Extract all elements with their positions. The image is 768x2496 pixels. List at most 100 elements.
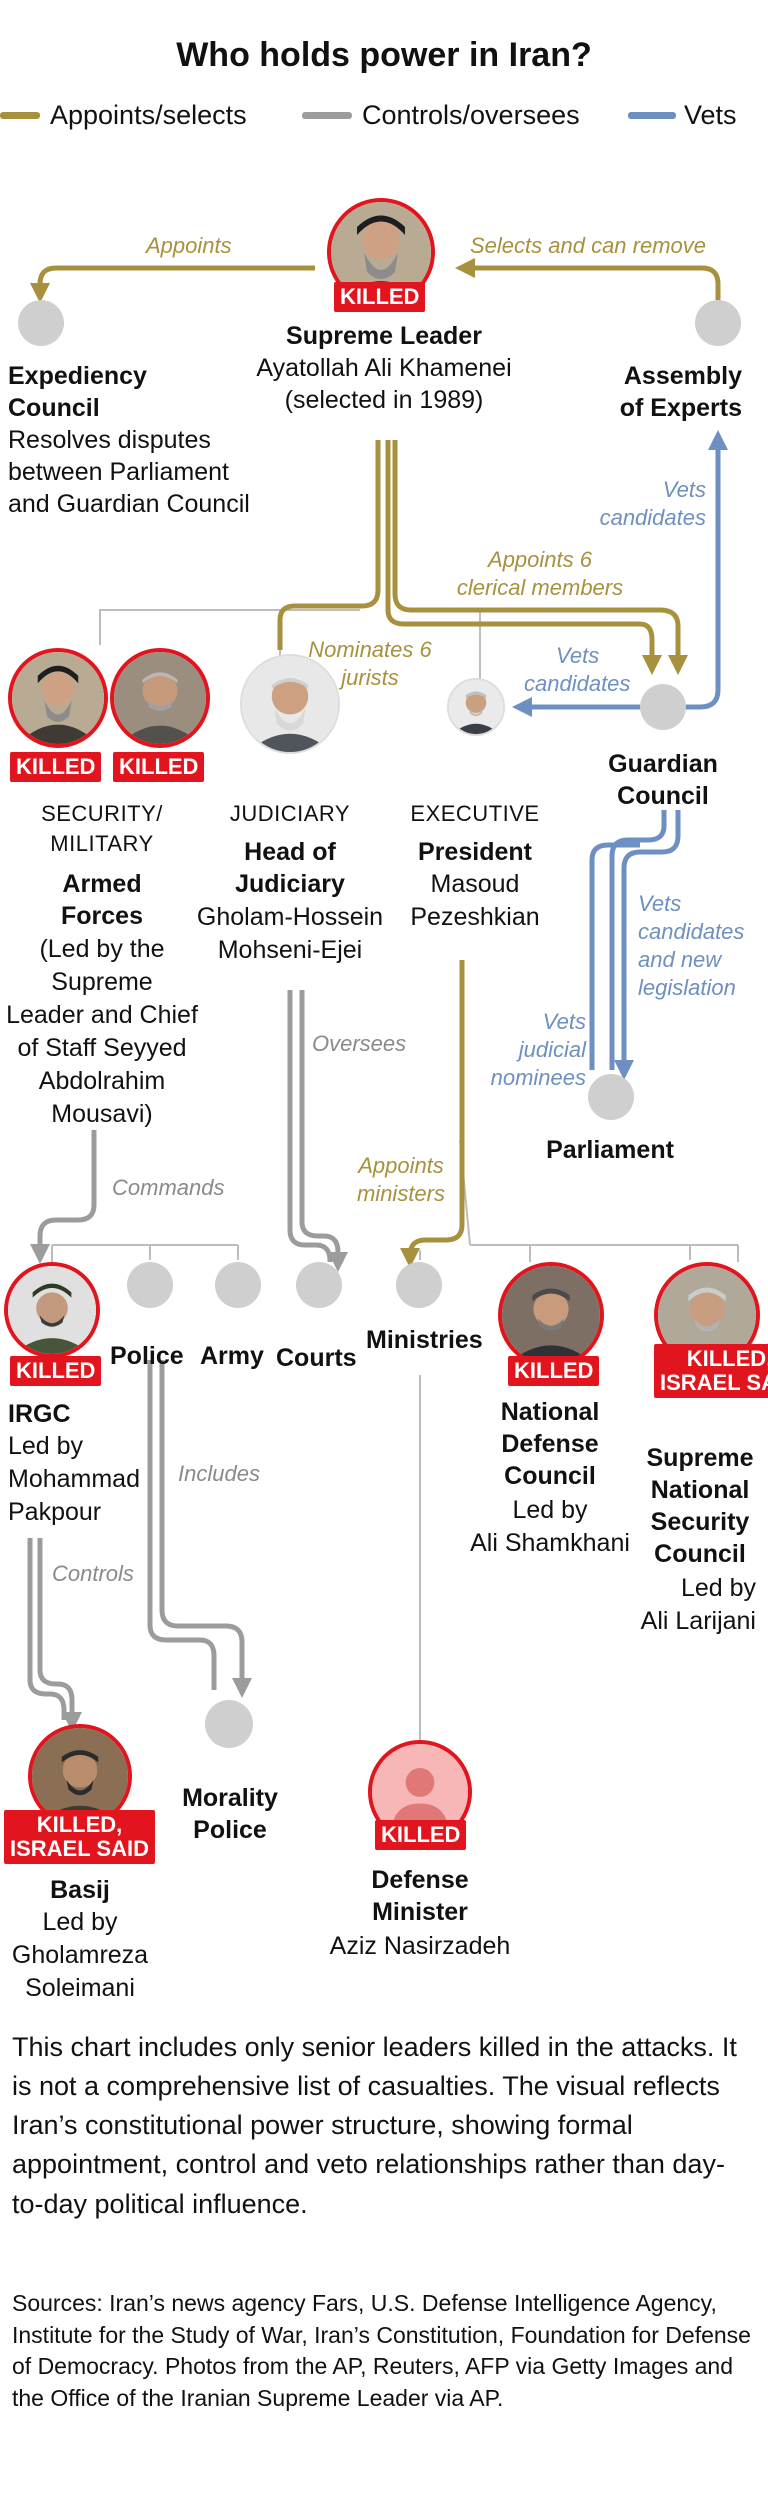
defense-minister-label-1: Defense [320, 1864, 520, 1897]
legend-label-appoints: Appoints/selects [50, 98, 247, 133]
president-desc-1: Masoud [390, 868, 560, 901]
killed-badge-armed-forces-2: KILLED [113, 752, 204, 782]
irgc-photo [4, 1262, 100, 1358]
army-node [215, 1262, 261, 1308]
defense-council-label-3: Council [460, 1460, 640, 1493]
guardian-council-node [640, 684, 686, 730]
killed-badge-supreme-leader: KILLED [334, 282, 425, 312]
head-of-judiciary-desc-2: Mohseni-Ejei [180, 934, 400, 967]
armed-forces-label-2: Forces [12, 900, 192, 933]
killed-badge-snsc: KILLED, ISRAEL SAID [654, 1344, 768, 1398]
edge-label-vets-candidates-1b: candidates [600, 504, 706, 533]
edge-label-judicial-1: Vets [543, 1008, 586, 1037]
morality-police-node [205, 1700, 253, 1748]
vets-judicial [592, 845, 640, 1070]
parliament-label: Parliament [520, 1134, 700, 1167]
snsc-label-2: National [632, 1474, 768, 1507]
basij-desc-1: Led by [0, 1906, 160, 1939]
edge-label-vets-candidates-2b: candidates [524, 670, 630, 699]
clerical-line-1 [280, 440, 378, 650]
parliament-node [588, 1074, 634, 1120]
supreme-leader-desc-2: (selected in 1989) [200, 384, 568, 417]
category-judiciary: JUDICIARY [200, 800, 380, 829]
morality-police-label-2: Police [160, 1814, 300, 1847]
edge-label-judicial-3: nominees [491, 1064, 586, 1093]
edge-label-vets-candidates-2a: Vets [556, 642, 599, 671]
appoints-expediency [40, 268, 315, 293]
armed-forces-desc-6: Mousavi) [2, 1098, 202, 1131]
armed-forces-photo-2 [110, 648, 210, 748]
defense-council-photo [498, 1262, 604, 1368]
expediency-council-desc-1: Resolves disputes [8, 424, 211, 457]
defense-council-desc-1: Led by [440, 1494, 660, 1527]
selects-assembly [465, 268, 718, 300]
irgc-desc-2: Mohammad [8, 1463, 140, 1496]
supreme-leader-label: Supreme Leader [234, 320, 534, 353]
snsc-label-4: Council [632, 1538, 768, 1571]
killed-badge-basij-line-2: ISRAEL SAID [10, 1836, 149, 1861]
armed-forces-desc-5: Abdolrahim [2, 1065, 202, 1098]
expediency-council-label-2: Council [8, 392, 100, 425]
edge-label-includes: Includes [178, 1460, 260, 1489]
killed-badge-armed-forces-1: KILLED [10, 752, 101, 782]
basij-label: Basij [0, 1874, 160, 1907]
killed-badge-irgc: KILLED [10, 1356, 101, 1386]
defense-council-label-1: National [460, 1396, 640, 1429]
head-of-judiciary-label-2: Judiciary [190, 868, 390, 901]
ministries-node [396, 1262, 442, 1308]
commands-irgc [40, 1130, 94, 1254]
armed-forces-photo-1 [8, 648, 108, 748]
edge-label-jurists-2: jurists [300, 664, 440, 693]
president-label: President [390, 836, 560, 869]
edge-label-appoints: Appoints [146, 232, 232, 261]
morality-police-label-1: Morality [160, 1782, 300, 1815]
killed-badge-basij-line-1: KILLED, [37, 1812, 123, 1837]
killed-badge-defense-council: KILLED [508, 1356, 599, 1386]
guardian-council-label-1: Guardian [588, 748, 738, 781]
edge-label-clerical-1: Appoints 6 [420, 546, 660, 575]
snsc-desc-1: Led by [681, 1572, 756, 1605]
armed-forces-label-1: Armed [12, 868, 192, 901]
ministries-label: Ministries [366, 1324, 483, 1357]
irgc-desc-3: Pakpour [8, 1496, 101, 1529]
killed-badge-snsc-line-2: ISRAEL SAID [660, 1370, 768, 1395]
snsc-label-1: Supreme [632, 1442, 768, 1475]
expediency-council-desc-2: between Parliament [8, 456, 229, 489]
sources: Sources: Iran’s news agency Fars, U.S. D… [12, 2288, 756, 2415]
irgc-label: IRGC [8, 1398, 71, 1431]
police-label: Police [110, 1340, 184, 1373]
edge-label-vets-candidates-1a: Vets [663, 476, 706, 505]
basij-desc-3: Soleimani [0, 1972, 160, 2005]
legend-label-controls: Controls/oversees [362, 98, 580, 133]
basij-desc-2: Gholamreza [0, 1939, 160, 1972]
killed-badge-snsc-line-1: KILLED, [687, 1346, 768, 1371]
category-security-1: SECURITY/ [22, 800, 182, 829]
branch-line-security [52, 1245, 238, 1262]
armed-forces-desc-4: of Staff Seyyed [2, 1032, 202, 1065]
category-security-2: MILITARY [22, 830, 182, 859]
edge-label-clerical-2: clerical members [420, 574, 660, 603]
edge-label-jurists-1: Nominates 6 [300, 636, 440, 665]
edge-label-commands: Commands [112, 1174, 224, 1203]
edge-label-controls: Controls [52, 1560, 134, 1589]
appoints-ministers [410, 960, 462, 1258]
courts-node [296, 1262, 342, 1308]
president-desc-2: Pezeshkian [390, 901, 560, 934]
edge-label-legislation-1: Vets [638, 890, 681, 919]
page-title: Who holds power in Iran? [0, 33, 768, 77]
edge-label-legislation-2: candidates [638, 918, 744, 947]
guardian-council-label-2: Council [588, 780, 738, 813]
expediency-council-node [18, 300, 64, 346]
armed-forces-desc-1: (Led by the [2, 933, 202, 966]
category-executive: EXECUTIVE [390, 800, 560, 829]
assembly-of-experts-label-1: Assembly [624, 360, 742, 393]
snsc-desc-2: Ali Larijani [641, 1605, 756, 1638]
expediency-council-desc-3: and Guardian Council [8, 488, 250, 521]
supreme-leader-desc-1: Ayatollah Ali Khamenei [200, 352, 568, 385]
edge-label-legislation-3: and new [638, 946, 721, 975]
armed-forces-desc-2: Supreme [2, 966, 202, 999]
armed-forces-desc-3: Leader and Chief [2, 999, 202, 1032]
defense-minister-desc: Aziz Nasirzadeh [300, 1930, 540, 1963]
legend-swatch-appoints [0, 112, 40, 119]
edge-label-legislation-4: legislation [638, 974, 736, 1003]
